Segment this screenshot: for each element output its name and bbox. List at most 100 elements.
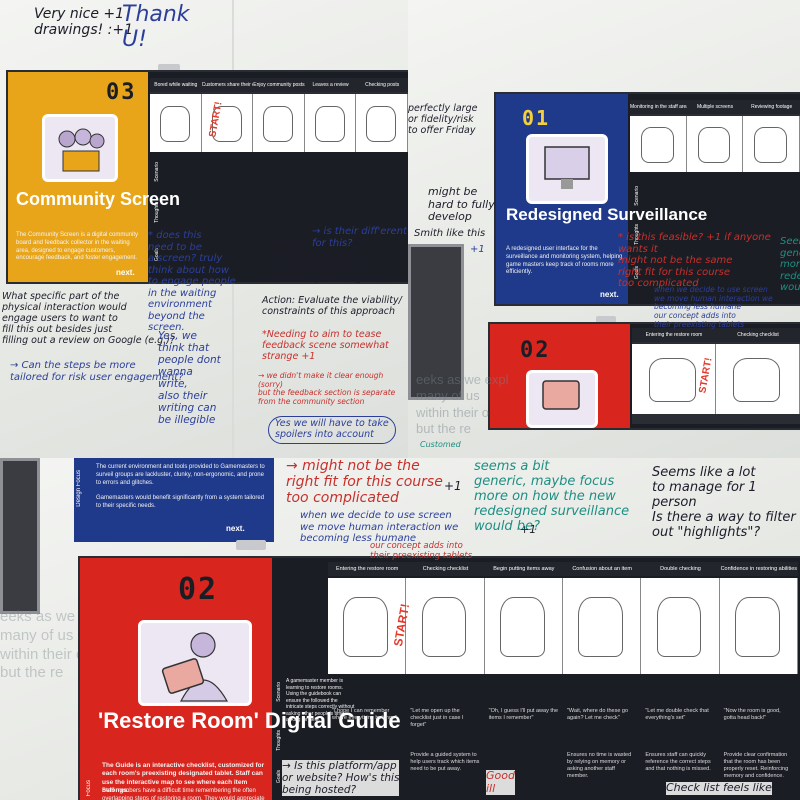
goal-text: Ensures staff can quickly reference the … — [645, 752, 711, 772]
thought-text: "Wait, where do these go again? Let me c… — [566, 708, 629, 721]
poster-title: Community Screen — [16, 189, 181, 209]
journey-frame — [562, 578, 642, 674]
journey-header: Bored while waiting Customers share thei… — [150, 78, 408, 92]
journey-frame — [484, 578, 563, 674]
note-we-didnt: → we didn't make it clear enough (sorry)… — [258, 371, 396, 406]
note-does-this-need: * does this need to be a screen? truly t… — [148, 230, 236, 333]
note-smith: Smith like this — [414, 228, 486, 239]
note-needing: *Needing to aim to tease feedback scene … — [262, 329, 389, 362]
journey-frame — [304, 94, 357, 152]
design-focus-text: The current environment and tools provid… — [96, 464, 265, 509]
journey-frame — [716, 344, 800, 414]
row-label-scenario: Scenario — [276, 682, 282, 702]
note-plus-one: +1 — [372, 262, 387, 273]
journey-step: Leaves a review — [312, 82, 349, 88]
journey-frame — [328, 578, 407, 674]
poster-description-2: Staff members have a difficult time reme… — [102, 788, 265, 800]
note-perfect: perfectly large or fidelity/risk to offe… — [408, 103, 478, 136]
journey-cells — [630, 116, 800, 172]
poster-next: next. — [600, 290, 619, 299]
journey-step: Entering the restore room — [645, 332, 703, 338]
note-when-we: when we decide to use screen we move hum… — [300, 510, 459, 544]
note-can-the-steps: → Can the steps be more tailored for ris… — [10, 360, 184, 383]
journey-step: Multiple screens — [696, 104, 734, 110]
wall-panel — [408, 244, 464, 400]
design-focus-card: Design Focus The current environment and… — [74, 458, 274, 542]
poster-restore-room-guide: 02 'Restore Room' Digital Guide The Guid… — [78, 556, 800, 800]
poster-title: Redesigned Surveillance — [506, 205, 708, 224]
note-when-we: when we decide to use screen we move hum… — [654, 285, 773, 329]
scenario-text: A gamemaster member is learning to resto… — [286, 678, 355, 723]
poster-restore-room-partial: 02 Entering the restore room Checking ch… — [488, 322, 800, 430]
poster-illustration — [526, 134, 608, 204]
journey-cells — [328, 578, 798, 674]
journey-cells — [150, 94, 408, 152]
thought-text: "I hope I can remember where everything … — [332, 708, 397, 721]
thought-text: "Now the room is good, gotta head back!" — [723, 708, 781, 721]
note-seems-lot: Seems like a lot to manage for 1 person … — [652, 465, 796, 540]
note-feasible: * is this feasible? +1 if anyone wants i… — [618, 232, 771, 289]
row-label-thoughts: Thoughts — [154, 202, 160, 223]
magnet — [158, 64, 180, 72]
thought-text: "Let me double check that everything's s… — [645, 708, 709, 721]
note-plus-one: +1 — [444, 479, 462, 493]
note-seems-generic: seems a bit generic, maybe focus more on… — [474, 459, 630, 534]
poster-next: next. — [116, 268, 135, 277]
journey-step: Checking checklist — [422, 566, 469, 572]
note-yes-we-think: Yes, we think that people dont wanna wri… — [158, 330, 221, 427]
note-is-their: → is their diff'erent for this? — [312, 226, 407, 249]
journey-strip: Entering the restore room Checking check… — [632, 328, 800, 424]
poster-number: 01 — [522, 106, 551, 130]
note-very-nice: Very nice +1 drawings! :+1 — [34, 6, 134, 39]
note-seems-green: Seem gene more rede woul — [780, 236, 800, 293]
people-at-screen-icon — [58, 128, 105, 172]
note-plus-one: +1 — [470, 244, 485, 255]
magnet — [596, 316, 616, 323]
journey-step: Begin putting items away — [493, 566, 555, 572]
thought-text: "Let me open up the checklist just in ca… — [410, 708, 464, 728]
journey-frame — [406, 578, 485, 674]
journey-strip: Monitoring in the staff area Multiple sc… — [630, 100, 800, 172]
poster-illustration — [138, 620, 252, 706]
journey-frame — [630, 116, 687, 172]
journey-step: Double checking — [660, 566, 701, 572]
journey-strip: Bored while waiting Customers share thei… — [150, 78, 408, 152]
note-checklist: Check list feels like — [666, 781, 772, 795]
thoughts-row: "I hope I can remember where everything … — [328, 708, 798, 729]
note-thank-u: Thank U! — [122, 2, 190, 53]
journey-frame — [641, 578, 720, 674]
journey-step: Confidence in restoring abilities — [720, 566, 798, 572]
magnet — [236, 540, 266, 550]
poster-illustration — [42, 114, 118, 182]
journey-step: Enjoy community posts — [253, 82, 305, 88]
goals-row: Provide a guided system to help users tr… — [328, 752, 798, 780]
poster-illustration — [526, 370, 598, 428]
monitor-icon — [544, 146, 590, 189]
journey-frame — [743, 116, 800, 172]
tablet-icon — [542, 380, 580, 410]
wall-panel — [0, 458, 40, 614]
journey-frame — [719, 578, 798, 674]
poster-focus-label: Focus — [86, 780, 92, 797]
journey-header: Monitoring in the staff area Multiple sc… — [630, 100, 800, 114]
note-might-be: might be hard to fully develop — [428, 185, 495, 224]
person-with-tablet-icon — [161, 632, 229, 702]
note-customed: Customed — [420, 440, 461, 449]
photo-restore-room-guide: eeks as we expl many of us within their … — [0, 458, 800, 800]
journey-frame — [150, 94, 202, 152]
poster-community-screen: 03 Community Screen The Community Screen… — [6, 70, 408, 284]
photo-community-screen: Very nice +1 drawings! :+1 Thank U! 03 C… — [0, 0, 408, 458]
photo-redesigned-surveillance: 01 Redesigned Surveillance A redesigned … — [408, 0, 800, 458]
note-specific-question: What specific part of the physical inter… — [2, 291, 175, 346]
journey-step: Bored while waiting — [154, 82, 198, 88]
goal-text: Provide a guided system to help users tr… — [410, 752, 480, 772]
journey-step: Checking posts — [365, 82, 400, 88]
note-action: Action: Evaluate the viability/ constrai… — [262, 295, 402, 317]
poster-number: 03 — [106, 80, 137, 105]
note-spoilers: Yes we will have to take spoilers into a… — [268, 416, 396, 444]
goal-text: Provide clear confirmation that the room… — [723, 752, 789, 779]
poster-description: The Community Screen is a digital commun… — [16, 232, 139, 262]
row-label-scenario: Scenario — [154, 162, 160, 182]
poster-number: 02 — [178, 572, 219, 607]
journey-step: Monitoring in the staff area — [630, 104, 687, 110]
